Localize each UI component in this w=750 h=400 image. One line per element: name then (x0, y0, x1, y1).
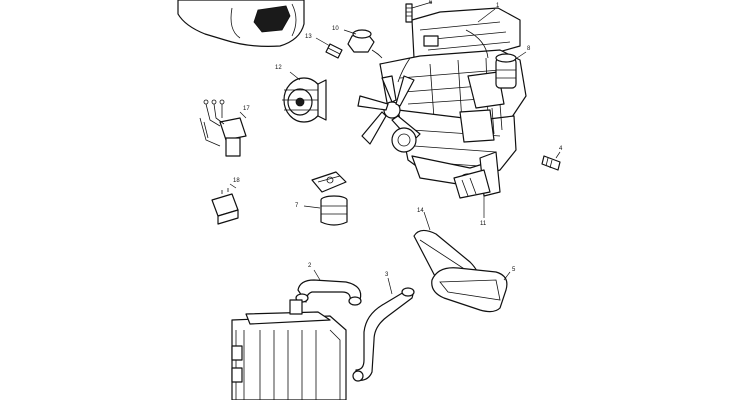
temperature-sensor (315, 37, 343, 59)
callout-2: 2 (308, 263, 312, 269)
callout-10: 10 (332, 26, 339, 32)
crank-pulley (391, 127, 417, 153)
callout-6: 6 (429, 0, 433, 6)
alternator (282, 71, 327, 123)
callout-8: 8 (527, 46, 531, 52)
callout-17: 17 (243, 106, 250, 112)
callout-13: 13 (305, 34, 312, 40)
engine-cover (177, 0, 305, 47)
callout-1: 1 (496, 3, 500, 9)
callout-11: 11 (480, 221, 487, 227)
callout-14: 14 (417, 208, 424, 214)
v-belt (431, 267, 511, 313)
starter-motor (453, 151, 501, 218)
glow-relay (211, 183, 239, 225)
oil-filter (303, 195, 348, 226)
thermostat-cap (343, 29, 383, 59)
callout-5: 5 (512, 267, 516, 273)
fuel-injector (541, 151, 561, 171)
callout-12: 12 (275, 65, 282, 71)
radiator (231, 299, 347, 400)
glow-plug-top (405, 1, 433, 23)
callout-7: 7 (295, 203, 299, 209)
upper-radiator-hose (295, 269, 362, 306)
lower-radiator-hose (352, 277, 415, 382)
callout-18: 18 (233, 178, 240, 184)
callout-4: 4 (559, 146, 563, 152)
callout-3: 3 (385, 272, 389, 278)
relay-harness (199, 99, 247, 157)
oil-filter-housing (311, 171, 347, 193)
